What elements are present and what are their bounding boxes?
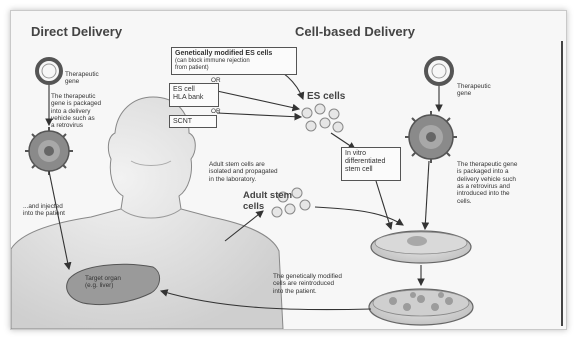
- gm-es-cells-title: Genetically modified ES cells: [175, 50, 293, 58]
- scnt-box: SCNT: [169, 115, 217, 128]
- culture-dish-upper: [371, 231, 471, 263]
- retrovirus-icon: [25, 127, 73, 175]
- arrow-invitro-to-dish: [376, 181, 391, 229]
- es-cells-label: ES cells: [307, 91, 345, 103]
- therapeutic-gene-label-right: Therapeutic gene: [457, 83, 491, 98]
- reintroduced-text: The genetically modified cells are reint…: [273, 273, 342, 295]
- target-organ-label: Target organ (e.g. liver): [85, 275, 121, 290]
- divider-line: [561, 41, 563, 326]
- retrovirus-icon: [405, 111, 457, 163]
- packaged-into-vehicle-text: The therapeutic gene is packaged into a …: [51, 93, 101, 130]
- plasmid-icon: [426, 58, 452, 84]
- culture-dish-lower: [369, 289, 473, 325]
- packaged-into-cells-text: The therapeutic gene is packaged into a …: [457, 161, 517, 205]
- arrow-scnt-to-es: [217, 113, 301, 117]
- therapeutic-gene-label: Therapeutic gene: [65, 71, 99, 86]
- arrow-adult-to-dish: [315, 207, 403, 225]
- adult-stem-cells-description: Adult stem cells are isolated and propag…: [209, 161, 278, 183]
- es-cells-cluster: [302, 104, 343, 132]
- adult-stem-cells-label: Adult stem cells: [243, 191, 292, 213]
- plasmid-icon: [37, 59, 61, 83]
- arrow-virus-to-dish: [425, 161, 429, 229]
- heading-cell-based-delivery: Cell-based Delivery: [295, 25, 415, 40]
- gm-es-cells-subtitle: (can block immune rejection from patient…: [175, 58, 293, 72]
- injected-into-patient-text: ...and injected into the patient: [23, 203, 65, 218]
- gm-es-cells-box: Genetically modified ES cells (can block…: [171, 47, 297, 75]
- arrow-bank-to-es: [217, 91, 299, 109]
- diagram-frame: Direct Delivery Cell-based Delivery Ther…: [10, 10, 567, 330]
- in-vitro-stem-cell-box: In vitro differentiated stem cell: [341, 147, 401, 181]
- heading-direct-delivery: Direct Delivery: [31, 25, 122, 40]
- es-cell-hla-bank-box: ES cell HLA bank: [169, 83, 219, 107]
